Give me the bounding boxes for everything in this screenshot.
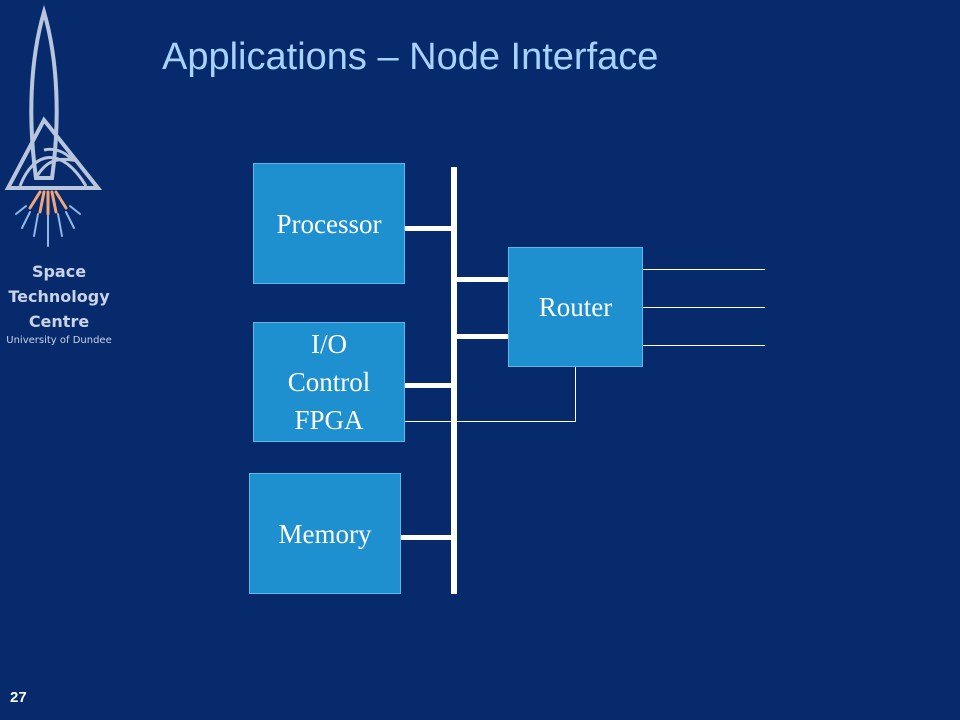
page-number: 27 bbox=[10, 689, 27, 706]
system-bus bbox=[451, 167, 457, 594]
processor-label: Processor bbox=[276, 208, 382, 239]
slide-title: Applications – Node Interface bbox=[162, 36, 659, 78]
memory-box: Memory bbox=[249, 473, 401, 594]
processor-bus-connector bbox=[405, 226, 453, 231]
logo-text-technology: Technology bbox=[8, 287, 110, 306]
io-control-fpga-box: I/O Control FPGA bbox=[253, 322, 405, 442]
io-bus-connector bbox=[405, 383, 453, 388]
router-external-link-3 bbox=[643, 345, 765, 346]
memory-bus-connector bbox=[401, 535, 453, 540]
logo-text-university: University of Dundee bbox=[6, 335, 112, 346]
router-external-link-2 bbox=[643, 307, 765, 308]
router-label: Router bbox=[538, 292, 613, 322]
rocket-icon bbox=[4, 4, 103, 247]
space-technology-centre-logo: Space Technology Centre University of Du… bbox=[0, 0, 112, 350]
io-label-line3: FPGA bbox=[294, 405, 364, 435]
router-box: Router bbox=[508, 247, 643, 367]
router-io-link-horizontal bbox=[405, 421, 576, 422]
router-bus-connector-top bbox=[455, 277, 508, 282]
logo-text-space: Space bbox=[31, 262, 87, 281]
io-label-line1: I/O bbox=[311, 329, 347, 359]
processor-box: Processor bbox=[253, 163, 405, 284]
router-io-link-vertical bbox=[575, 367, 576, 421]
io-label-line2: Control bbox=[287, 367, 371, 397]
memory-label: Memory bbox=[278, 518, 372, 549]
router-bus-connector-bottom bbox=[455, 334, 508, 339]
logo-text-centre: Centre bbox=[28, 312, 90, 331]
router-external-link-1 bbox=[643, 269, 765, 270]
